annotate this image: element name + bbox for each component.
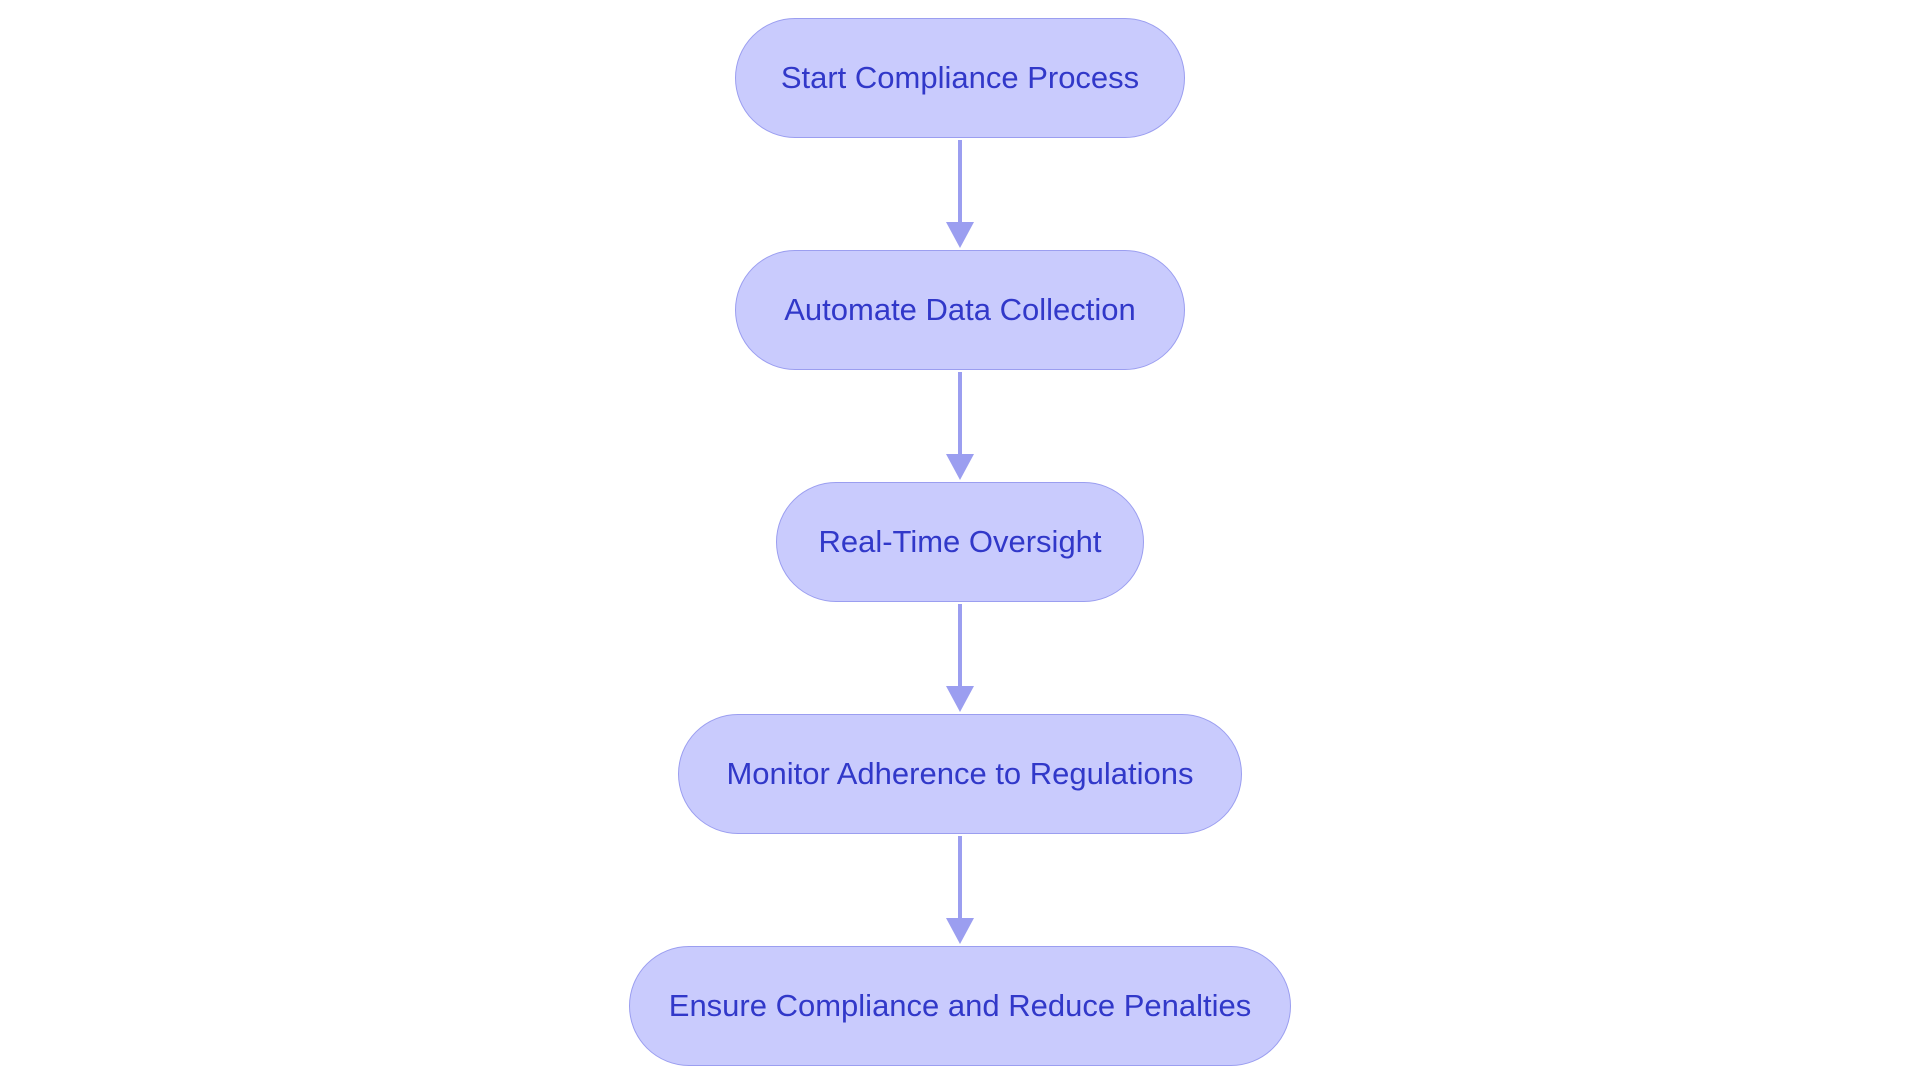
node-ensure-compliance-and-reduce-penalties: Ensure Compliance and Reduce Penalties — [629, 946, 1291, 1066]
edge-n4-n5 — [946, 836, 974, 944]
arrowhead-icon — [946, 686, 974, 712]
arrowhead-icon — [946, 454, 974, 480]
node-automate-data-collection: Automate Data Collection — [735, 250, 1185, 370]
node-real-time-oversight: Real-Time Oversight — [776, 482, 1144, 602]
node-label: Real-Time Oversight — [818, 524, 1102, 559]
node-label: Automate Data Collection — [784, 292, 1136, 327]
node-label: Ensure Compliance and Reduce Penalties — [668, 988, 1252, 1023]
node-monitor-adherence-to-regulations: Monitor Adherence to Regulations — [678, 714, 1242, 834]
node-label: Start Compliance Process — [780, 60, 1140, 95]
edge-n3-n4 — [946, 604, 974, 712]
edge-n2-n3 — [946, 372, 974, 480]
node-label: Monitor Adherence to Regulations — [726, 756, 1194, 791]
node-start-compliance-process: Start Compliance Process — [735, 18, 1185, 138]
arrowhead-icon — [946, 918, 974, 944]
arrowhead-icon — [946, 222, 974, 248]
edge-n1-n2 — [946, 140, 974, 248]
